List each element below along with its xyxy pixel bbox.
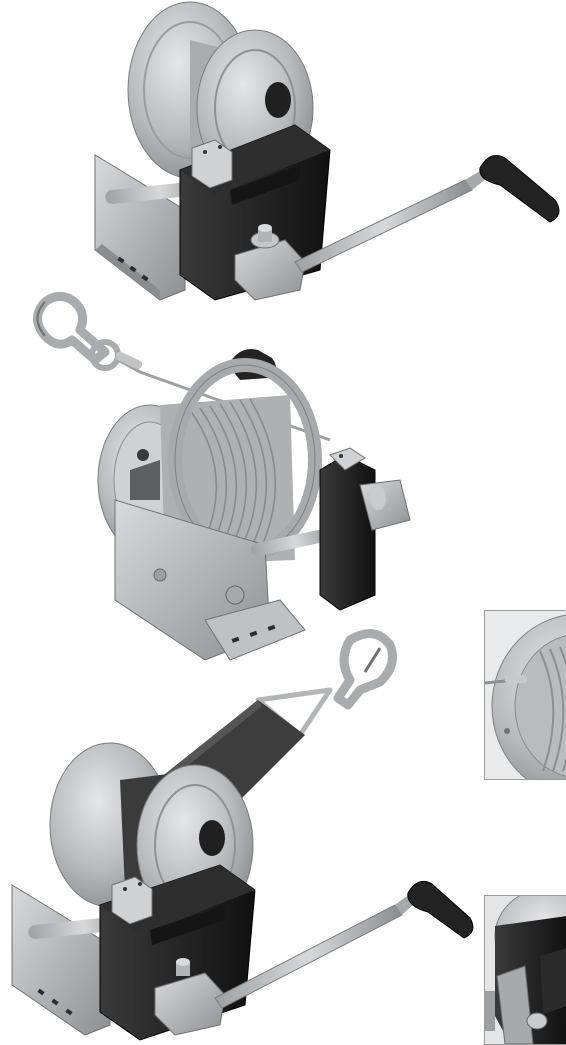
brake-housing-detail-illustration xyxy=(485,896,566,1044)
winch-crank-figure xyxy=(94,1,560,301)
winch-strap-figure xyxy=(11,629,474,1041)
drum-detail-illustration xyxy=(485,611,566,779)
brake-housing-detail-inset xyxy=(484,895,566,1045)
drum-detail-inset xyxy=(484,610,566,780)
winch-wire-rope-figure xyxy=(33,292,411,661)
